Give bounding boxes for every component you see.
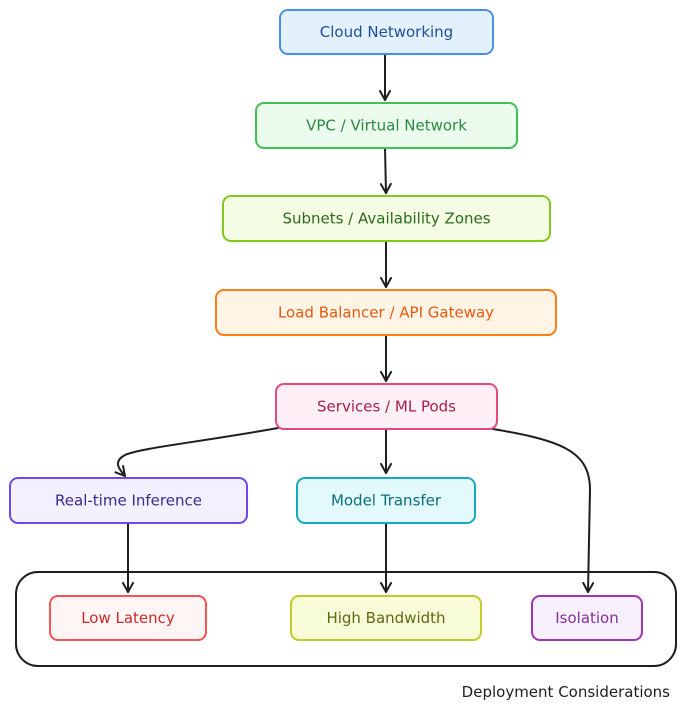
node-model-transfer-label: Model Transfer	[331, 492, 442, 510]
node-low-latency: Low Latency	[49, 595, 207, 641]
node-subnets-label: Subnets / Availability Zones	[282, 210, 490, 228]
node-vpc-box	[255, 102, 518, 149]
node-services-label: Services / ML Pods	[317, 398, 456, 416]
node-realtime-inference: Real-time Inference	[9, 477, 248, 524]
node-high-bandwidth: High Bandwidth	[290, 595, 482, 641]
edge-services-to-isolation	[486, 427, 595, 593]
edge-services-to-realtime	[114, 427, 279, 477]
node-cloud-networking-label: Cloud Networking	[320, 23, 453, 41]
node-load-balancer-label: Load Balancer / API Gateway	[278, 304, 494, 322]
node-model-transfer: Model Transfer	[296, 477, 476, 524]
node-vpc-label: VPC / Virtual Network	[306, 117, 467, 135]
node-subnets-box	[222, 195, 551, 242]
node-cloud-networking-box	[279, 9, 494, 55]
node-realtime-inference-label: Real-time Inference	[55, 492, 202, 510]
node-high-bandwidth-label: High Bandwidth	[326, 609, 445, 627]
node-load-balancer-box	[215, 289, 557, 336]
edges	[114, 53, 595, 593]
node-services-box	[275, 383, 498, 430]
node-services: Services / ML Pods	[275, 383, 498, 430]
deployment-considerations-group	[15, 571, 677, 667]
node-isolation-box	[531, 595, 643, 641]
node-high-bandwidth-box	[290, 595, 482, 641]
node-cloud-networking: Cloud Networking	[279, 9, 494, 55]
node-low-latency-box	[49, 595, 207, 641]
node-load-balancer: Load Balancer / API Gateway	[215, 289, 557, 336]
deployment-considerations-label: Deployment Considerations	[462, 683, 671, 701]
edge-vpc-to-subnets	[379, 147, 392, 194]
node-vpc: VPC / Virtual Network	[255, 102, 518, 149]
node-isolation-label: Isolation	[555, 609, 619, 627]
node-low-latency-label: Low Latency	[81, 609, 175, 627]
node-realtime-inference-box	[9, 477, 248, 524]
node-isolation: Isolation	[531, 595, 643, 641]
node-model-transfer-box	[296, 477, 476, 524]
node-subnets: Subnets / Availability Zones	[222, 195, 551, 242]
